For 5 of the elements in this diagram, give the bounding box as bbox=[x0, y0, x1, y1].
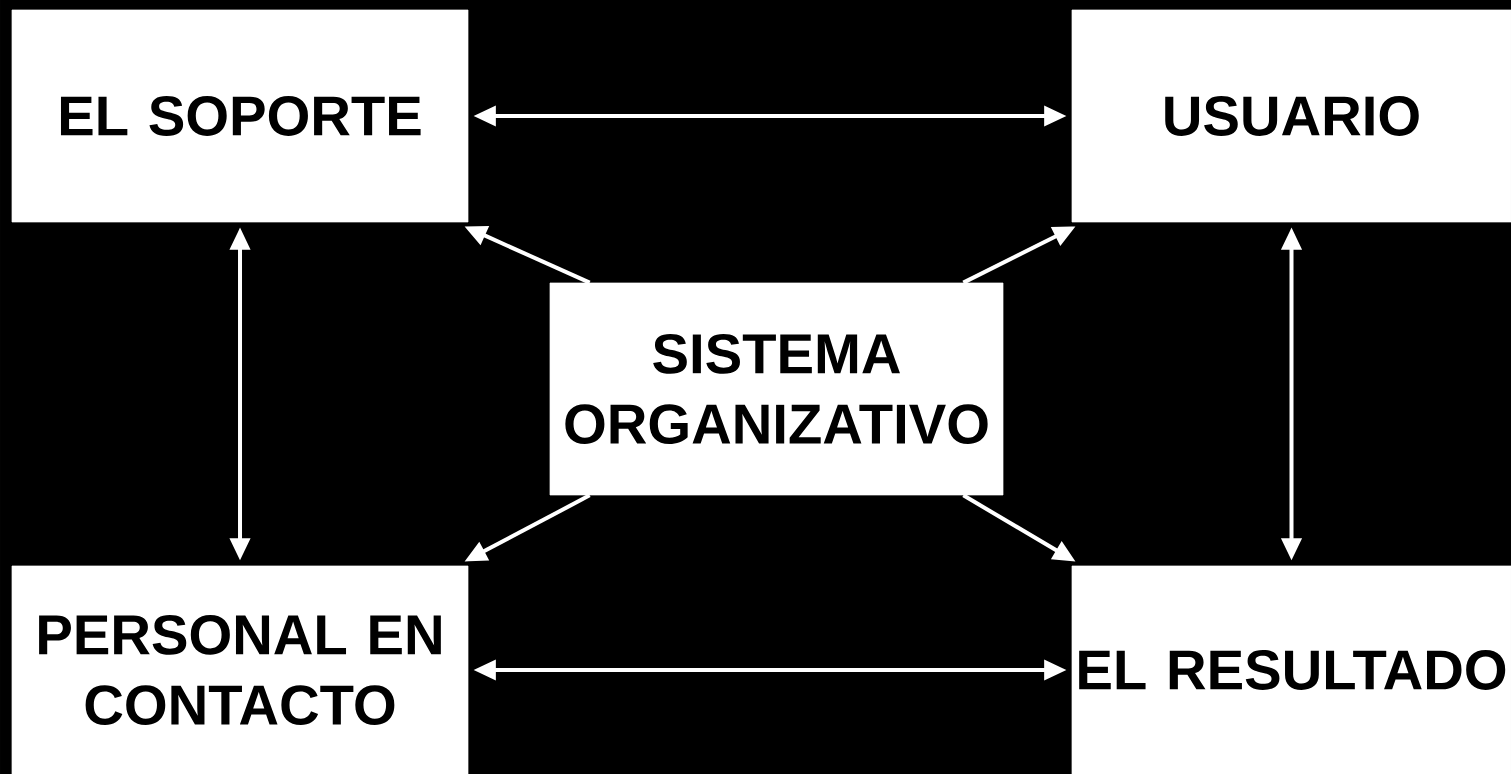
box: PERSONAL EN CONTACTO bbox=[11, 565, 469, 774]
box: EL RESULTADO bbox=[1071, 565, 1511, 774]
box: SISTEMA ORGANIZATIVO bbox=[549, 282, 1004, 496]
box: USUARIO bbox=[1071, 9, 1511, 223]
box: EL SOPORTE bbox=[11, 9, 469, 223]
